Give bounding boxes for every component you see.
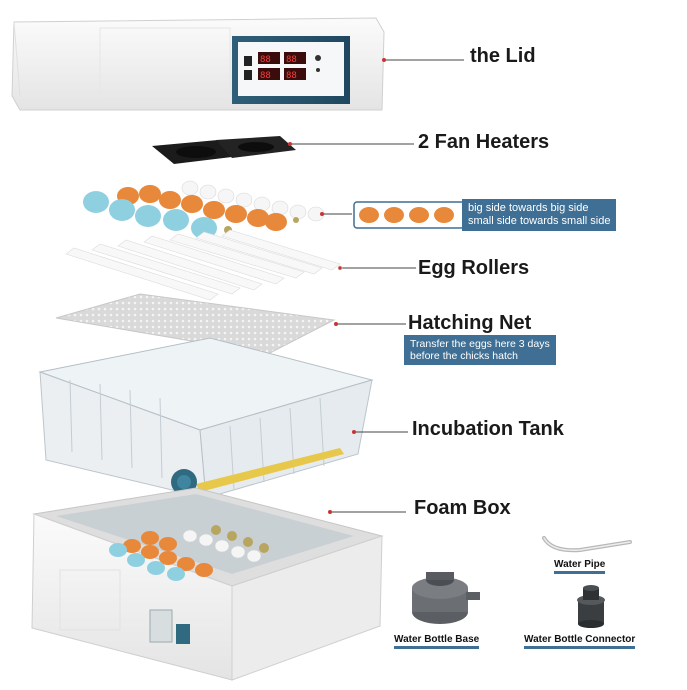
eggs-illustration [83, 180, 352, 239]
label-water-bottle-connector: Water Bottle Connector [524, 634, 636, 649]
fan-heaters-illustration [152, 136, 414, 164]
label-incubation-tank: Incubation Tank [412, 418, 564, 440]
note-egg-direction-line-1: big side towards big side [468, 202, 589, 214]
label-foam-box: Foam Box [414, 497, 511, 519]
note-egg-direction: big side towards big side small side tow… [462, 199, 617, 231]
control-panel-displays: 88 88 88 88 [244, 52, 321, 81]
label-fan-heaters: 2 Fan Heaters [418, 131, 550, 153]
note-egg-direction-line-2: small side towards small side [468, 215, 611, 227]
lid-illustration: 88 88 88 88 [11, 17, 464, 111]
incubation-tank-illustration [38, 337, 408, 499]
label-the-lid: the Lid [470, 45, 536, 67]
svg-text:88: 88 [260, 71, 271, 81]
note-hatching-net-line-2: before the chicks hatch [410, 350, 518, 362]
foam-box-illustration [31, 487, 406, 681]
label-water-bottle-base: Water Bottle Base [394, 634, 480, 649]
svg-text:88: 88 [286, 71, 297, 81]
water-pipe-illustration [542, 536, 632, 553]
svg-text:88: 88 [260, 55, 271, 65]
water-bottle-connector-illustration [577, 585, 605, 628]
label-water-pipe: Water Pipe [554, 559, 606, 574]
label-hatching-net: Hatching Net [408, 312, 532, 334]
note-hatching-net-line-1: Transfer the eggs here 3 days [410, 338, 550, 350]
egg-rollers-illustration [65, 229, 416, 301]
egg-direction-inset [353, 201, 465, 229]
note-hatching-net: Transfer the eggs here 3 days before the… [404, 335, 556, 365]
water-bottle-base-illustration [412, 572, 480, 624]
label-egg-rollers: Egg Rollers [418, 257, 530, 279]
svg-text:88: 88 [286, 55, 297, 65]
